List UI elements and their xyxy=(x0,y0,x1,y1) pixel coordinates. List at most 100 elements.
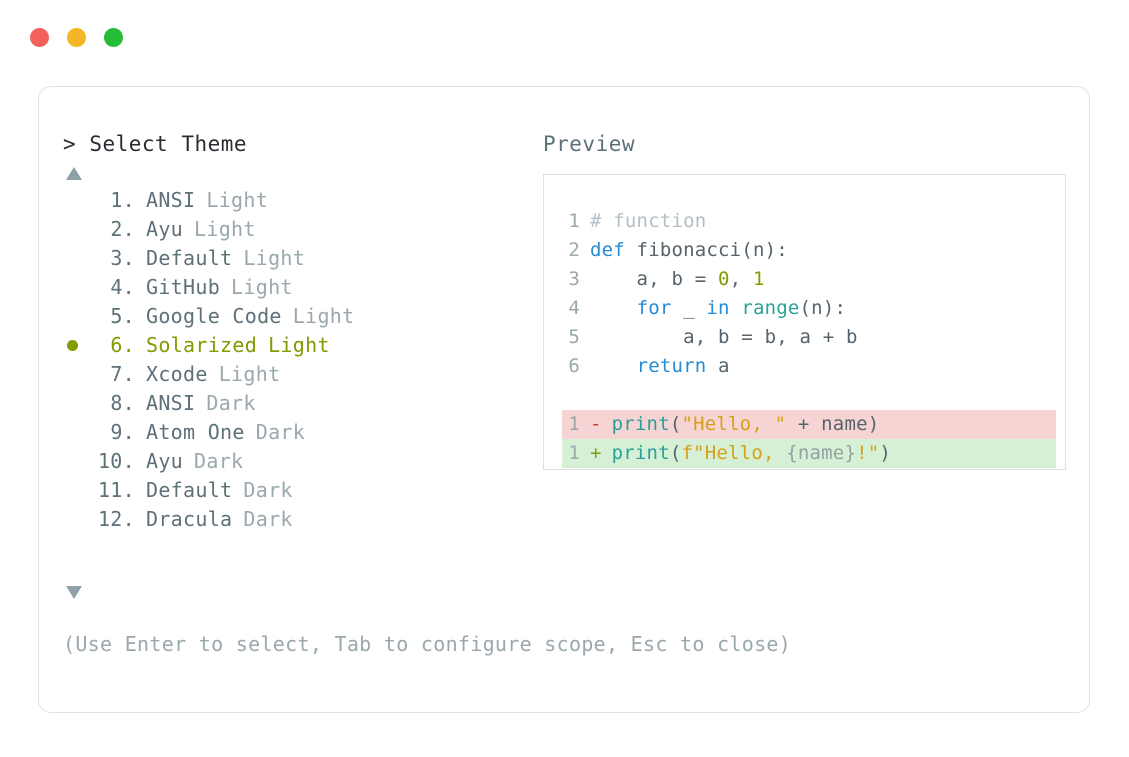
theme-item-variant: Light xyxy=(218,362,281,386)
selected-bullet-icon xyxy=(67,340,78,351)
code-line-content: for _ in range(n): xyxy=(590,294,1065,323)
theme-item-variant: Light xyxy=(268,333,330,357)
scroll-down-indicator[interactable] xyxy=(63,586,82,599)
selection-bullet-slot xyxy=(63,215,89,244)
theme-item-variant: Light xyxy=(206,188,269,212)
minimize-button[interactable] xyxy=(67,28,86,47)
theme-list-item[interactable]: 9. Atom One Dark xyxy=(63,418,533,447)
prompt-title-text: Select Theme xyxy=(89,132,248,156)
window-traffic-lights xyxy=(30,28,123,47)
code-token-plain xyxy=(590,297,637,319)
preview-diff-lines: 1 -print("Hello, " + name) 1 +print(f"Hello… xyxy=(544,410,1065,468)
code-token-plain: _ xyxy=(671,297,707,319)
prompt-caret-icon: > xyxy=(63,132,77,156)
close-button[interactable] xyxy=(30,28,49,47)
theme-item-number: 5. xyxy=(110,304,135,328)
theme-item-number: 9. xyxy=(110,420,135,444)
code-token-builtin: range xyxy=(741,297,800,319)
diff-line-highlight xyxy=(562,410,1056,439)
code-token-keyword: for xyxy=(636,297,672,319)
code-token-number: 1 xyxy=(752,268,765,290)
code-token-plain: ) xyxy=(879,442,892,464)
theme-item-number: 10. xyxy=(97,449,135,473)
theme-item-number: 3. xyxy=(110,246,135,270)
theme-list-item[interactable]: 7. Xcode Light xyxy=(63,360,533,389)
code-token-keyword: return xyxy=(636,355,707,377)
selection-bullet-slot xyxy=(63,389,89,418)
code-line-content: return a xyxy=(590,352,1065,381)
code-line: 6 return a xyxy=(544,352,1065,381)
code-token-plain: , xyxy=(729,268,753,290)
code-line-content: a, b = 0, 1 xyxy=(590,265,1065,294)
diff-line-number: 1 xyxy=(568,413,580,435)
code-line-number: 4 xyxy=(568,297,580,319)
maximize-button[interactable] xyxy=(104,28,123,47)
theme-item-variant: Light xyxy=(194,217,256,241)
code-token-plain xyxy=(590,355,637,377)
selection-bullet-slot xyxy=(63,418,89,447)
keyboard-hint: (Use Enter to select, Tab to configure s… xyxy=(63,632,792,656)
diff-line-content: -print("Hello, " + name) xyxy=(590,410,1065,439)
code-token-plain: (n): xyxy=(799,297,847,319)
code-line-number: 2 xyxy=(568,239,580,261)
code-token-plain: + name) xyxy=(786,413,880,435)
theme-item-name: Dracula xyxy=(146,507,233,531)
theme-item-variant: Dark xyxy=(243,478,293,502)
theme-item-number: 8. xyxy=(110,391,135,415)
selection-bullet-slot xyxy=(63,476,89,505)
code-token-func: print xyxy=(611,442,670,464)
theme-item-number: 11. xyxy=(97,478,135,502)
theme-item-name: Solarized xyxy=(146,333,258,357)
code-token-plain: fibonacci(n): xyxy=(624,239,788,261)
code-token-plain: a, b = b, a + b xyxy=(590,326,858,348)
diff-line-content: +print(f"Hello, {name}!") xyxy=(590,439,1065,468)
preview-label: Preview xyxy=(543,132,636,156)
theme-item-variant: Light xyxy=(243,246,306,270)
code-spacer xyxy=(544,381,1065,410)
theme-item-name: Xcode xyxy=(146,362,208,386)
diff-line-added: 1 +print(f"Hello, {name}!") xyxy=(544,439,1065,468)
theme-item-name: Ayu xyxy=(146,217,184,241)
selection-bullet-slot xyxy=(63,505,89,534)
theme-item-name: Atom One xyxy=(146,420,245,444)
theme-item-number: 7. xyxy=(110,362,135,386)
triangle-up-icon xyxy=(66,167,82,180)
code-token-plain: a xyxy=(706,355,730,377)
code-line-content: # function xyxy=(590,207,1065,236)
code-token-plain: a, b = xyxy=(590,268,719,290)
theme-item-variant: Dark xyxy=(255,420,306,444)
theme-list-item[interactable]: 2. Ayu Light xyxy=(63,215,533,244)
page-title: > Select Theme xyxy=(63,131,533,157)
scroll-up-indicator[interactable] xyxy=(63,167,533,180)
diff-line-removed: 1 -print("Hello, " + name) xyxy=(544,410,1065,439)
code-line: 4 for _ in range(n): xyxy=(544,294,1065,323)
code-token-string: "Hello, " xyxy=(681,413,787,435)
code-line-number: 1 xyxy=(568,210,580,232)
code-line-number: 6 xyxy=(568,355,580,377)
theme-item-variant: Light xyxy=(292,304,355,328)
code-token-keyword: in xyxy=(706,297,730,319)
theme-list-item[interactable]: 3. Default Light xyxy=(63,244,533,273)
triangle-down-icon xyxy=(66,586,82,599)
theme-item-variant: Light xyxy=(231,275,293,299)
diff-line-number: 1 xyxy=(568,442,580,464)
code-token-comment: # function xyxy=(590,210,707,232)
theme-item-name: Default xyxy=(146,246,233,270)
theme-item-number: 2. xyxy=(110,217,135,241)
theme-item-name: ANSI xyxy=(146,391,196,415)
selection-bullet-slot xyxy=(63,273,89,302)
